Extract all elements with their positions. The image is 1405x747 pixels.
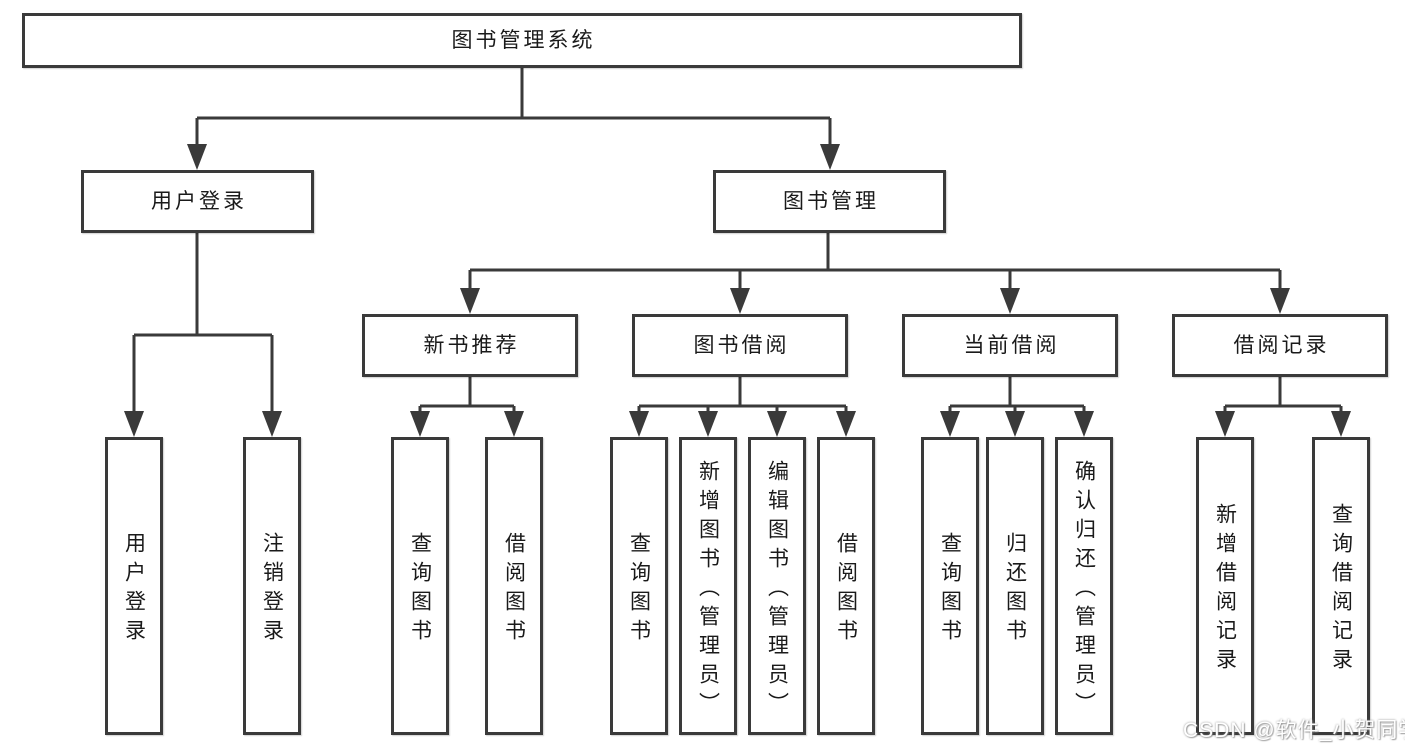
node-leaf-add-book-admin: 新增图书（管理员） (679, 437, 737, 735)
arrowhead (262, 411, 282, 437)
connector-user-login-fork (132, 233, 274, 415)
connector-book-mgmt-fork (468, 233, 1282, 292)
node-leaf-borrow-book: 借阅图书 (817, 437, 875, 735)
node-root-library-system: 图书管理系统 (22, 13, 1022, 68)
connector-root-fork (195, 68, 832, 148)
arrowhead (730, 288, 750, 314)
arrowhead (1000, 288, 1020, 314)
node-user-login: 用户登录 (81, 170, 314, 233)
node-leaf-query-book-recommend: 查询图书 (391, 437, 449, 735)
arrowhead (1074, 411, 1094, 437)
node-leaf-borrow-book-recommend: 借阅图书 (485, 437, 543, 735)
node-borrowing-records: 借阅记录 (1172, 314, 1388, 377)
arrowhead (767, 411, 787, 437)
arrowhead (1215, 411, 1235, 437)
node-leaf-add-borrow-record: 新增借阅记录 (1196, 437, 1254, 735)
node-leaf-query-book-current: 查询图书 (921, 437, 979, 735)
arrowhead (410, 411, 430, 437)
connector-current-borrow-fork (948, 377, 1086, 415)
node-book-borrowing: 图书借阅 (632, 314, 848, 377)
fork-lines (132, 68, 1343, 415)
arrowhead (629, 411, 649, 437)
connector-borrow-record-fork (1223, 377, 1343, 415)
connector-new-book-fork (418, 377, 516, 415)
arrowhead (187, 144, 207, 170)
arrowhead (460, 288, 480, 314)
arrowhead (1005, 411, 1025, 437)
arrowhead (836, 411, 856, 437)
csdn-watermark: CSDN @软件_小贺同学 (1183, 719, 1405, 742)
arrowhead (504, 411, 524, 437)
node-leaf-edit-book-admin: 编辑图书（管理员） (748, 437, 806, 735)
arrowhead (124, 411, 144, 437)
connector-book-borrow-fork (637, 377, 848, 415)
node-leaf-user-login: 用户登录 (105, 437, 163, 735)
arrowhead (1331, 411, 1351, 437)
node-leaf-query-borrow-record: 查询借阅记录 (1312, 437, 1370, 735)
arrowheads (124, 144, 1351, 437)
arrowhead (940, 411, 960, 437)
node-current-borrowing: 当前借阅 (902, 314, 1118, 377)
node-leaf-confirm-return-admin: 确认归还（管理员） (1055, 437, 1113, 735)
arrowhead (698, 411, 718, 437)
node-book-management: 图书管理 (713, 170, 946, 233)
node-leaf-query-book-borrowing: 查询图书 (610, 437, 668, 735)
arrowhead (820, 144, 840, 170)
arrowhead (1270, 288, 1290, 314)
node-leaf-return-book: 归还图书 (986, 437, 1044, 735)
node-new-book-recommend: 新书推荐 (362, 314, 578, 377)
node-leaf-logout: 注销登录 (243, 437, 301, 735)
